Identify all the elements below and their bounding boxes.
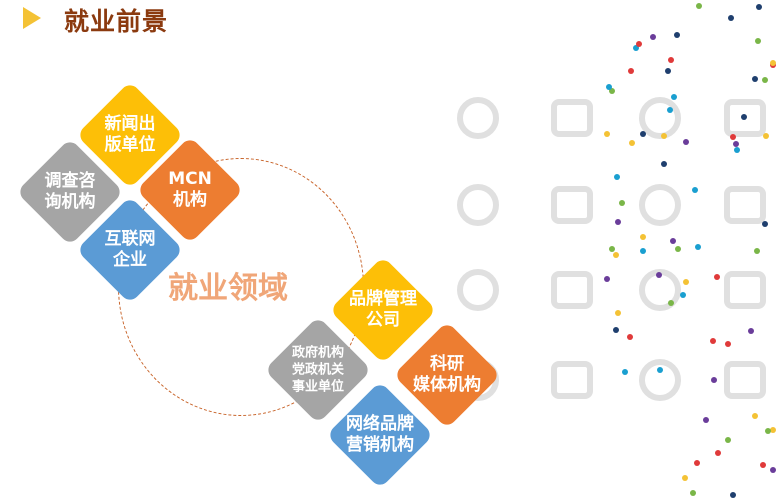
decor-dot <box>608 87 615 94</box>
decor-dot <box>657 367 664 374</box>
decor-dot <box>635 40 642 47</box>
decor-dot <box>604 131 611 138</box>
decor-dot <box>640 131 647 138</box>
decor-dot <box>632 44 639 51</box>
decor-dot <box>725 340 732 347</box>
decor-dot <box>613 251 620 258</box>
decor-dot <box>734 147 741 154</box>
decor-dot <box>679 291 686 298</box>
decor-dot <box>613 173 620 180</box>
domain-label: 品牌管理公司 <box>349 289 417 330</box>
decor-dot <box>762 220 769 227</box>
decor-dot <box>724 436 731 443</box>
decor-dot <box>628 139 635 146</box>
decor-dot <box>754 38 761 45</box>
decor-dot <box>710 377 717 384</box>
decor-dot <box>674 246 681 253</box>
decor-dot <box>765 427 772 434</box>
decor-dot <box>661 133 668 140</box>
transfer-icon <box>551 271 593 309</box>
microphone-icon <box>639 97 681 139</box>
globe-icon <box>724 361 766 399</box>
decor-dot <box>752 76 759 83</box>
decor-dot <box>770 59 776 66</box>
decor-dot <box>702 416 709 423</box>
decor-dot <box>682 278 689 285</box>
decor-dot <box>693 460 700 467</box>
domain-label: 科研媒体机构 <box>413 354 481 395</box>
decor-dot <box>762 132 769 139</box>
decor-dot <box>640 233 647 240</box>
decor-dot <box>683 138 689 145</box>
decor-dot <box>639 247 646 254</box>
page-title: 就业前景 <box>64 7 169 36</box>
decor-dot <box>729 492 736 498</box>
sector-label: 调查咨询机构 <box>44 171 96 212</box>
decor-dot <box>696 3 703 10</box>
decor-dot <box>606 83 613 90</box>
decor-dot <box>668 57 675 64</box>
decor-dot <box>762 76 769 83</box>
users-icon <box>457 97 499 139</box>
at-icon <box>551 361 593 399</box>
decor-dot <box>715 450 722 457</box>
decor-dot <box>608 245 615 252</box>
edit-icon <box>724 186 766 224</box>
decor-dot <box>689 489 696 496</box>
decor-dot <box>752 412 759 419</box>
decor-dot <box>626 333 633 340</box>
decor-dot <box>628 67 635 74</box>
decor-dot <box>660 160 667 167</box>
decor-dot <box>760 462 767 469</box>
decor-dot <box>741 114 748 121</box>
decor-dot <box>614 310 621 317</box>
domain-label: 网络品牌营销机构 <box>346 414 414 455</box>
decor-dot <box>604 275 611 282</box>
decor-dot <box>728 14 735 21</box>
decor-dot <box>709 338 716 345</box>
decor-dot <box>747 328 754 335</box>
antenna-icon <box>639 184 681 226</box>
decor-dot <box>656 271 663 278</box>
decor-dot <box>691 187 698 194</box>
decor-dot <box>618 200 625 207</box>
decor-dot <box>674 31 681 38</box>
phone-icon <box>457 269 499 311</box>
title-arrow-icon <box>23 7 41 29</box>
decor-dot <box>754 247 761 254</box>
headset-icon <box>724 99 766 137</box>
decor-dot <box>670 237 677 244</box>
tv-icon <box>551 99 593 137</box>
decor-dot <box>665 67 672 74</box>
decor-dot <box>613 326 620 333</box>
contact-card-icon <box>457 184 499 226</box>
sector-label: 互联网企业 <box>104 229 156 270</box>
tablet-icon <box>639 359 681 401</box>
decor-dot <box>649 33 656 40</box>
decor-dot <box>615 219 622 226</box>
decor-dot <box>770 426 776 433</box>
decor-dot <box>714 273 721 280</box>
decor-dot <box>695 243 702 250</box>
domain-label: 政府机构党政机关事业单位 <box>291 345 345 395</box>
decor-dot <box>770 466 776 473</box>
decor-dot <box>681 474 688 481</box>
decor-dot <box>730 134 737 141</box>
decor-dot <box>666 106 673 113</box>
newspaper-icon <box>551 186 593 224</box>
decor-dot <box>671 94 678 100</box>
decor-dot <box>755 4 762 11</box>
sector-label: 新闻出版单位 <box>104 114 156 155</box>
decor-dot <box>622 369 629 376</box>
decor-dot <box>668 299 675 306</box>
decor-dot <box>732 141 739 148</box>
bird-icon <box>724 271 766 309</box>
center-label: 就业领域 <box>168 271 288 306</box>
